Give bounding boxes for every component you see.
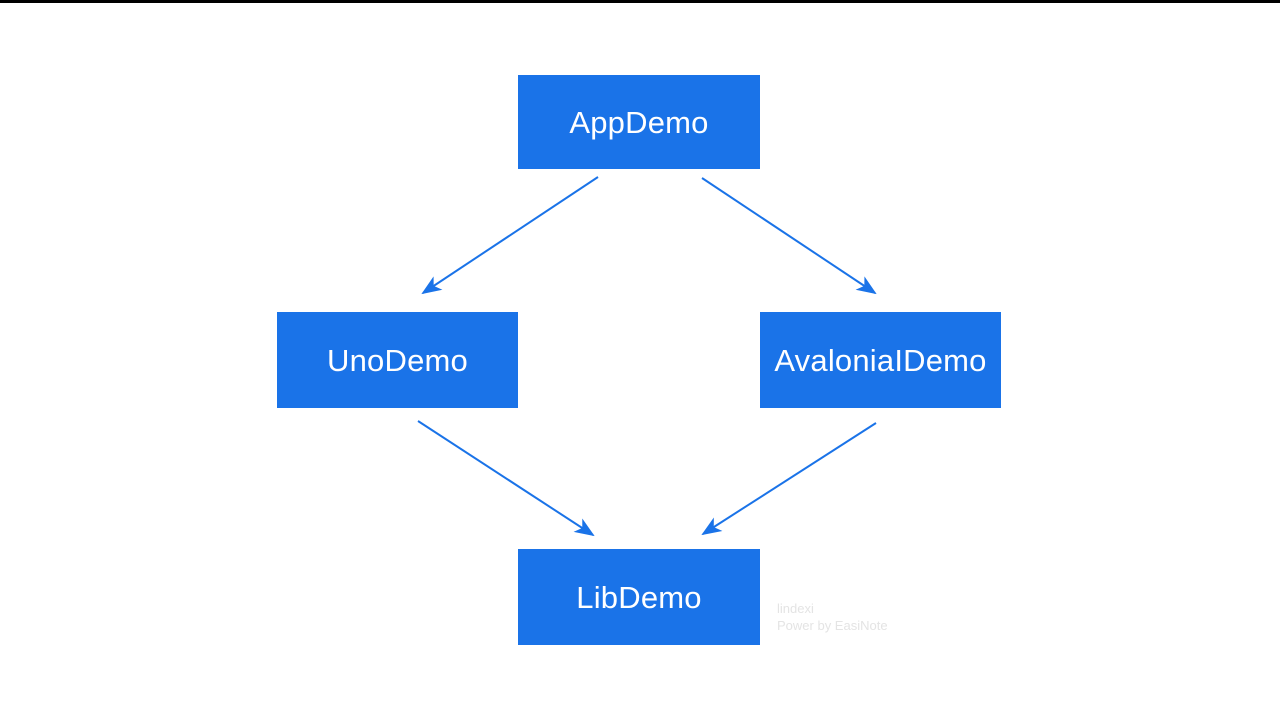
node-uno-demo[interactable]: UnoDemo (277, 312, 518, 408)
node-label-app-demo: AppDemo (569, 104, 709, 140)
watermark-author: lindexi (777, 601, 814, 616)
top-edge-bar (0, 0, 1280, 3)
watermark-product: Power by EasiNote (777, 618, 888, 633)
node-avalonia-demo[interactable]: AvaloniaIDemo (760, 312, 1001, 408)
node-label-lib-demo: LibDemo (576, 579, 702, 615)
edge-uno-to-lib (417, 420, 595, 537)
node-app-demo[interactable]: AppDemo (518, 75, 760, 169)
node-lib-demo[interactable]: LibDemo (518, 549, 760, 645)
edge-app-to-avalonia (701, 177, 877, 295)
edge-avalonia-to-lib (701, 422, 877, 536)
edge-app-to-uno (421, 176, 599, 295)
node-label-uno-demo: UnoDemo (327, 342, 468, 378)
watermark: lindexi Power by EasiNote (777, 600, 888, 634)
node-label-avalonia-demo: AvaloniaIDemo (774, 342, 987, 378)
